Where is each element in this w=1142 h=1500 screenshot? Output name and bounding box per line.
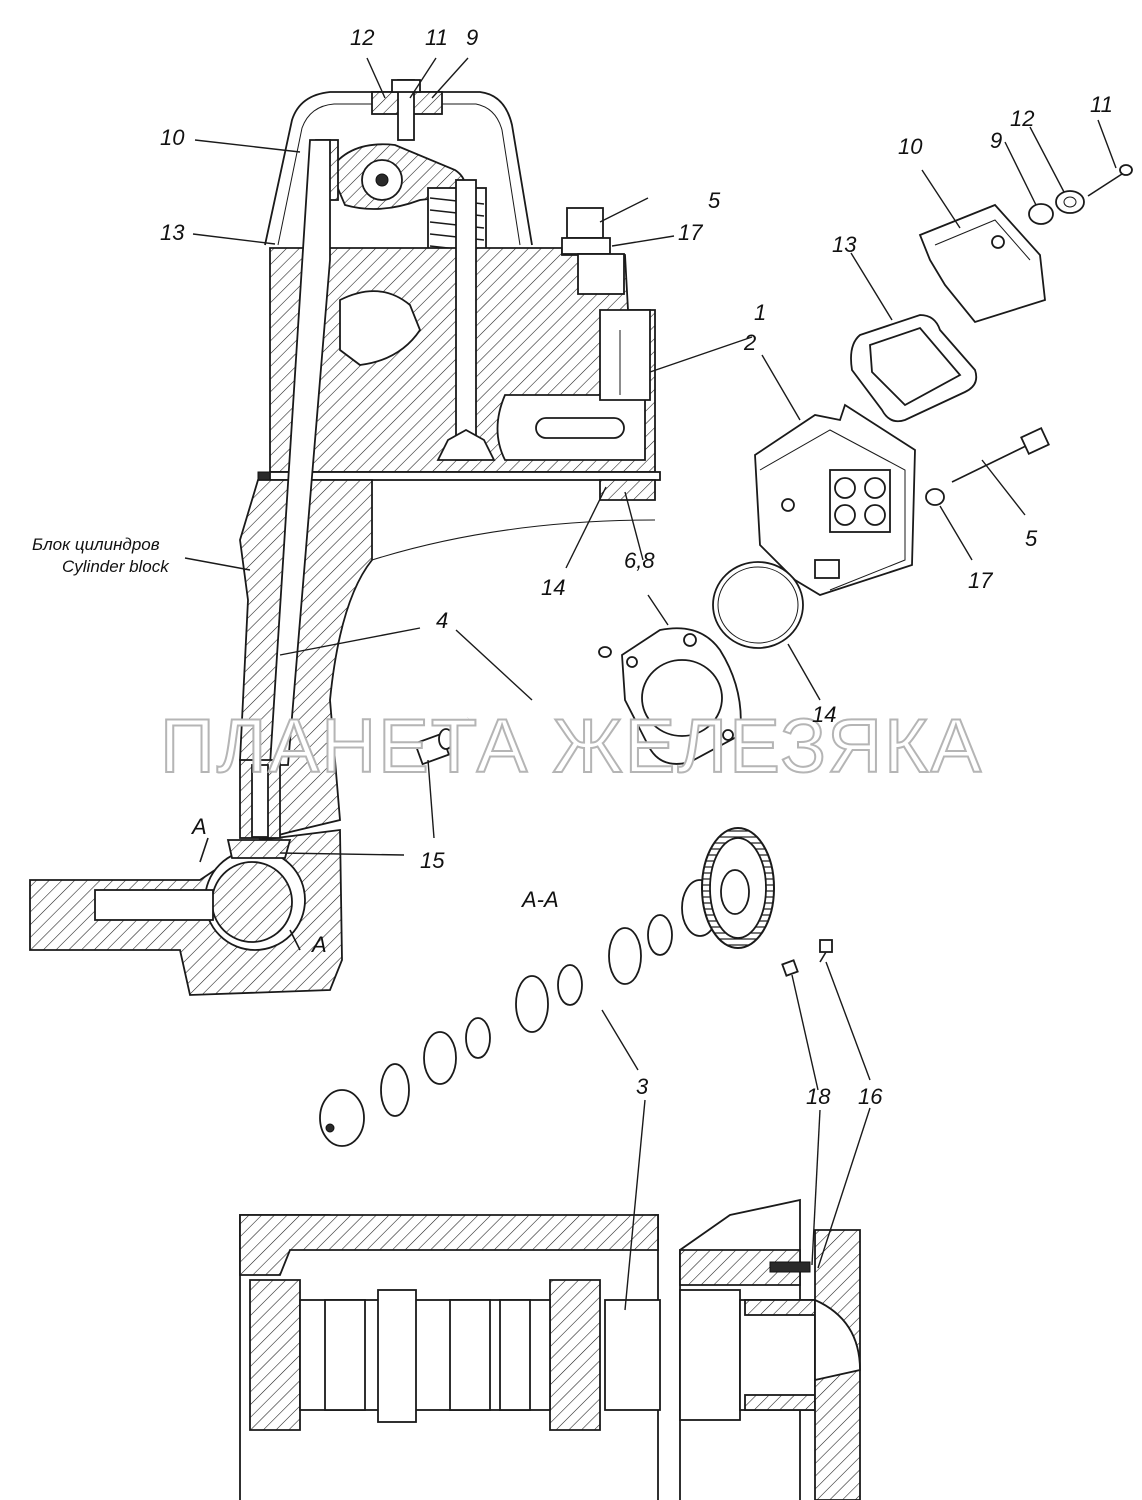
washer-12 [1055,190,1085,214]
bolt-5 [951,426,1050,483]
head-bolt-top [566,207,604,239]
callout-16: 16 [858,1084,883,1109]
washer-9 [1028,203,1054,225]
section-marker-a-2: A [310,932,327,957]
tappet-exploded [413,728,454,766]
callout-6-8: 6,8 [624,548,655,573]
callout-15: 15 [420,848,445,873]
callout-11-exploded: 11 [1090,92,1113,117]
watermark: ПЛАНЕТА ЖЕЛЕЗЯКА [160,704,983,789]
callout-12: 12 [350,25,374,50]
callout-2: 2 [743,330,756,355]
valve-cover-exploded [918,203,1046,324]
callout-12-exploded: 12 [1010,106,1034,131]
callout-13-exploded: 13 [832,232,857,257]
section-a-a [239,1198,861,1500]
callout-9: 9 [466,25,478,50]
callout-9-exploded: 9 [990,128,1002,153]
pushrod-section [269,139,331,766]
callout-10: 10 [160,125,185,150]
valve-stem [455,179,477,461]
callout-17: 17 [678,220,703,245]
callout-18: 18 [806,1084,831,1109]
bolt-18 [781,959,799,977]
o-ring-14 [712,561,804,649]
block-caption-ru: Блок цилиндров [32,535,160,554]
block-caption-en: Cylinder block [62,557,170,576]
washer-17 [925,488,945,506]
cylinder-head-assembly [754,403,916,596]
callout-1: 1 [754,300,766,325]
callout-14-a: 14 [541,575,565,600]
leader-lines [184,57,1117,1311]
callout-10-exploded: 10 [898,134,923,159]
bolt-16 [819,939,833,963]
callout-17-exploded: 17 [968,568,993,593]
cylinder-head-section [257,79,661,481]
callout-labels: 12 11 9 10 13 5 17 1 2 10 9 12 11 13 5 1… [160,25,1113,1109]
callout-4: 4 [436,608,448,633]
callout-13: 13 [160,220,185,245]
callout-5: 5 [708,188,721,213]
pushrod-exploded [467,646,612,720]
callout-5-exploded: 5 [1025,526,1038,551]
cylinder-block-section [29,139,656,996]
section-marker-a-1: A [190,814,207,839]
callout-14-b: 14 [812,702,836,727]
section-title: А-А [520,887,559,912]
camshaft [319,827,775,1147]
callout-11: 11 [425,25,448,50]
callout-3: 3 [636,1074,649,1099]
bolt-11 [1087,164,1133,197]
